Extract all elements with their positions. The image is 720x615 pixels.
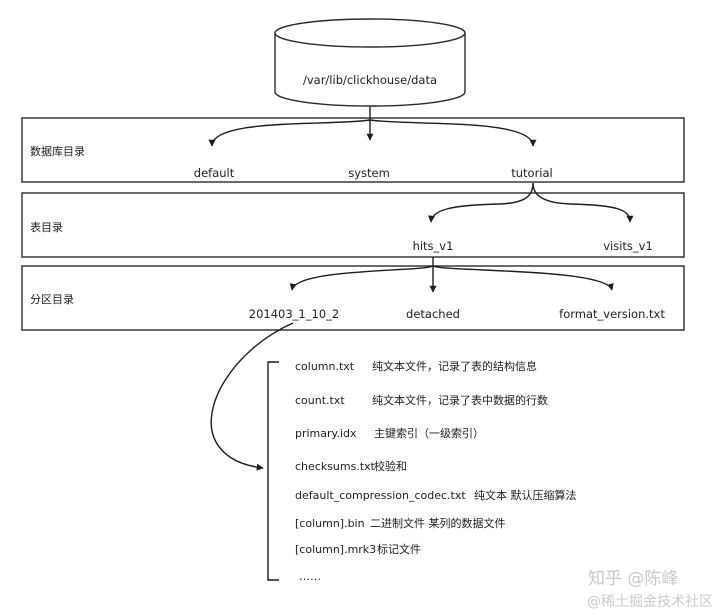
arrow-to-tutorial [369,119,537,147]
file-ellipsis: …… [299,570,321,583]
arrow-to-format-version [432,265,614,291]
watermark-juejin: @稀土掘金技术社区 [587,594,713,610]
file-checksums-txt: checksums.txt校验和 [295,459,407,473]
file-column-mrk3: [column].mrk3标记文件 [295,542,421,556]
arrow-to-visits [569,203,634,223]
partition-dir-title: 分区目录 [30,293,74,306]
table-dir-box [21,192,685,258]
partition-201403: 201403_1_10_2 [249,307,339,321]
partition-format-version: format_version.txt [559,307,665,321]
data-root-cylinder: /var/lib/clickhouse/data [274,18,466,107]
table-dir-title: 表目录 [30,220,63,234]
db-system: system [348,166,390,180]
db-default: default [194,166,235,180]
arrow-to-hits [428,203,501,223]
arrow-to-file-list [210,322,294,471]
arrow-to-default [208,119,371,147]
data-root-label: /var/lib/clickhouse/data [303,73,437,87]
arrow-to-partition [289,265,434,291]
table-visits-v1: visits_v1 [603,239,653,253]
watermark-zhihu: 知乎 @陈峰 [588,569,678,589]
database-dir-box [21,117,685,183]
db-tutorial: tutorial [511,166,553,180]
database-dir-title: 数据库目录 [30,144,85,158]
file-list-bracket [267,361,279,581]
table-hits-v1: hits_v1 [413,239,454,253]
partition-detached: detached [406,307,460,321]
tutorial-branch-stem-right [532,182,571,205]
